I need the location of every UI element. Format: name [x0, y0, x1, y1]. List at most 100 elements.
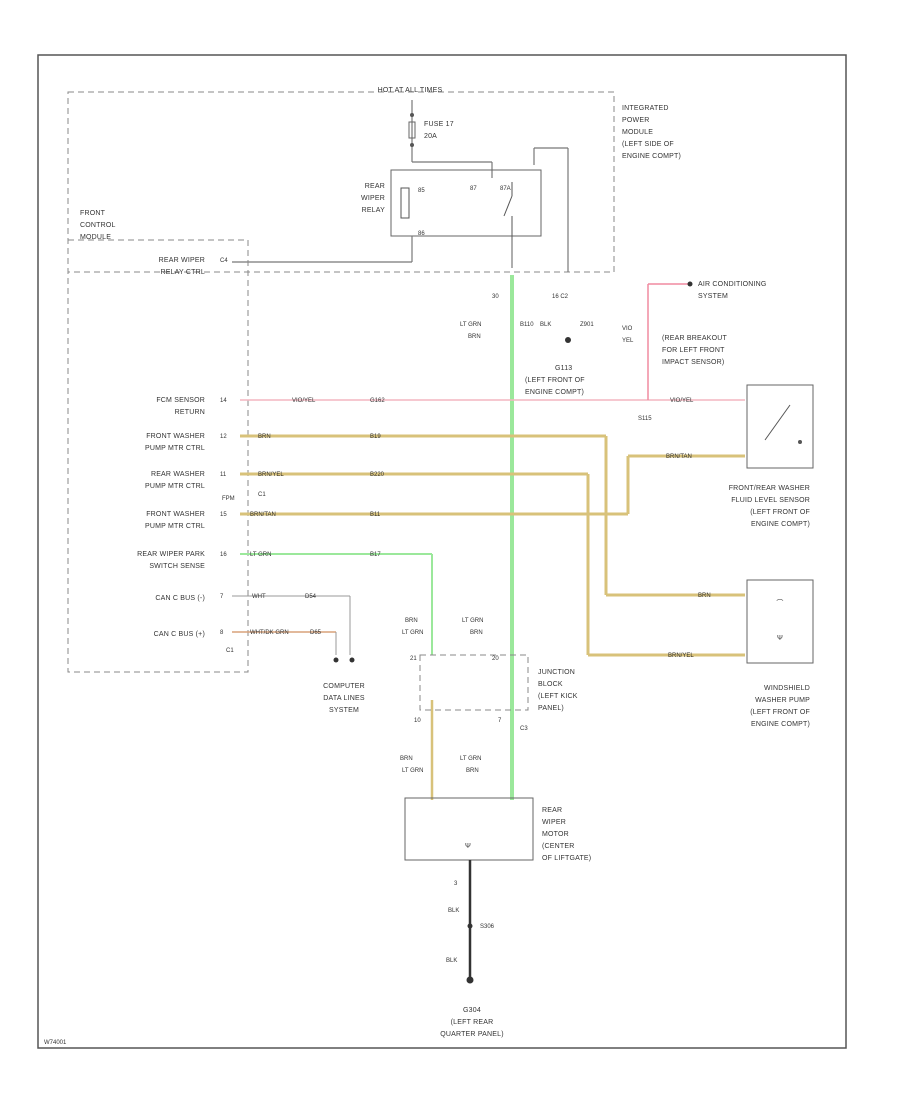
- ground-g113: 16 C2 BLK Z901 G113 (LEFT FRONT OF ENGIN…: [525, 294, 594, 396]
- svg-text:Ψ: Ψ: [465, 843, 471, 850]
- svg-text:85: 85: [418, 188, 425, 194]
- fcm-row-sensor-return: FCM SENSOR RETURN 14: [156, 397, 227, 416]
- rear-wiper-relay: REAR WIPER RELAY 85 87 87A 86: [361, 147, 569, 272]
- svg-text:WASHER PUMP: WASHER PUMP: [755, 697, 810, 704]
- fcm-row-rear-pump: REAR WASHER PUMP MTR CTRL 11: [145, 471, 227, 490]
- svg-text:MODULE: MODULE: [80, 234, 111, 241]
- can-bus-wires: WHT D54 WHT/DK GRN D65 COMPUTER DATA LIN…: [232, 594, 365, 714]
- svg-text:PUMP MTR CTRL: PUMP MTR CTRL: [145, 445, 205, 452]
- svg-text:PUMP MTR CTRL: PUMP MTR CTRL: [145, 483, 205, 490]
- svg-text:BRN: BRN: [468, 334, 481, 340]
- svg-text:Ψ: Ψ: [777, 635, 783, 642]
- windshield-washer-pump: ⌒ Ψ WINDSHIELD WASHER PUMP (LEFT FRONT O…: [746, 579, 814, 728]
- svg-text:VIO/YEL: VIO/YEL: [670, 398, 694, 404]
- svg-text:11: 11: [220, 472, 227, 478]
- svg-text:INTEGRATED: INTEGRATED: [622, 105, 669, 112]
- svg-text:(LEFT FRONT OF: (LEFT FRONT OF: [750, 509, 810, 516]
- svg-text:LT GRN: LT GRN: [402, 630, 423, 636]
- fcm-row-relay-ctrl: REAR WIPER RELAY CTRL C4: [159, 257, 229, 276]
- fcm-row-can-plus: CAN C BUS (+) 8: [154, 630, 224, 638]
- svg-text:FRONT WASHER: FRONT WASHER: [146, 511, 205, 518]
- svg-text:87: 87: [470, 186, 477, 192]
- svg-text:Z901: Z901: [580, 322, 594, 328]
- svg-text:30: 30: [492, 294, 499, 300]
- svg-text:BRN: BRN: [258, 434, 271, 440]
- svg-text:BRN/TAN: BRN/TAN: [666, 454, 692, 460]
- svg-text:OF LIFTGATE): OF LIFTGATE): [542, 855, 591, 862]
- svg-text:SYSTEM: SYSTEM: [329, 707, 359, 714]
- svg-text:WIPER: WIPER: [542, 819, 566, 826]
- svg-text:FLUID LEVEL SENSOR: FLUID LEVEL SENSOR: [731, 497, 810, 504]
- svg-text:FRONT/REAR WASHER: FRONT/REAR WASHER: [729, 485, 810, 492]
- svg-text:(LEFT FRONT OF: (LEFT FRONT OF: [525, 377, 585, 384]
- svg-text:(CENTER: (CENTER: [542, 843, 575, 850]
- svg-text:BRN: BRN: [400, 756, 413, 762]
- park-sense-wire: LT GRN B17: [240, 552, 434, 800]
- svg-text:16 C2: 16 C2: [552, 294, 569, 300]
- svg-text:S306: S306: [480, 924, 495, 930]
- svg-text:IMPACT SENSOR): IMPACT SENSOR): [662, 359, 724, 366]
- rear-wiper-motor: BRN LT GRN LT GRN BRN Ψ REAR WIPER MOTOR…: [400, 756, 591, 1038]
- svg-text:PUMP MTR CTRL: PUMP MTR CTRL: [145, 523, 205, 530]
- svg-text:B11: B11: [370, 512, 381, 518]
- svg-text:BLK: BLK: [448, 908, 459, 914]
- svg-text:C3: C3: [520, 726, 528, 732]
- svg-text:POWER: POWER: [622, 117, 649, 124]
- fcm-row-front-pump-2: FRONT WASHER PUMP MTR CTRL 15: [145, 511, 227, 530]
- svg-text:BRN/YEL: BRN/YEL: [668, 653, 694, 659]
- svg-text:D54: D54: [305, 594, 317, 600]
- fcm-connector-c1b: C1: [226, 648, 234, 654]
- svg-text:JUNCTION: JUNCTION: [538, 669, 575, 676]
- svg-text:G162: G162: [370, 398, 385, 404]
- ac-branch: AIR CONDITIONING SYSTEM VIO YEL (REAR BR…: [622, 281, 766, 422]
- svg-text:WHT/DK GRN: WHT/DK GRN: [250, 630, 289, 636]
- svg-text:(LEFT SIDE OF: (LEFT SIDE OF: [622, 141, 674, 148]
- fcm-row-front-pump: FRONT WASHER PUMP MTR CTRL 12: [145, 433, 227, 452]
- sensor-return-wire: VIO/YEL G162 VIO/YEL: [240, 398, 745, 404]
- svg-text:SWITCH SENSE: SWITCH SENSE: [149, 563, 205, 570]
- svg-text:7: 7: [220, 594, 224, 600]
- fuse-rating: 20A: [424, 133, 437, 140]
- svg-text:LT GRN: LT GRN: [460, 756, 481, 762]
- fcm-fpm-label: FPM: [222, 496, 235, 502]
- svg-text:FRONT: FRONT: [80, 210, 106, 217]
- fcm-boundary: [67, 239, 249, 673]
- fluid-level-sensor: FRONT/REAR WASHER FLUID LEVEL SENSOR (LE…: [729, 384, 814, 528]
- svg-text:86: 86: [418, 231, 425, 237]
- diagram-frame: [37, 54, 847, 1049]
- svg-text:ENGINE COMPT): ENGINE COMPT): [751, 721, 810, 728]
- svg-text:MOTOR: MOTOR: [542, 831, 569, 838]
- svg-text:YEL: YEL: [622, 338, 634, 344]
- svg-text:BLK: BLK: [540, 322, 551, 328]
- svg-text:WIPER: WIPER: [361, 195, 385, 202]
- svg-text:B17: B17: [370, 552, 381, 558]
- svg-text:RELAY: RELAY: [362, 207, 386, 214]
- svg-text:REAR WIPER: REAR WIPER: [159, 257, 205, 264]
- svg-text:(LEFT FRONT OF: (LEFT FRONT OF: [750, 709, 810, 716]
- fuse-name: FUSE 17: [424, 121, 454, 128]
- svg-text:10: 10: [414, 718, 421, 724]
- svg-text:FOR LEFT FRONT: FOR LEFT FRONT: [662, 347, 725, 354]
- rear-pump-wire: BRN/YEL B220 BRN/YEL: [240, 472, 745, 659]
- svg-text:LT GRN: LT GRN: [250, 552, 271, 558]
- svg-text:CAN C BUS (-): CAN C BUS (-): [155, 595, 205, 602]
- svg-text:ENGINE COMPT): ENGINE COMPT): [525, 389, 584, 396]
- relay-output-wire: 30 LT GRN BRN B110: [460, 240, 534, 800]
- svg-text:C4: C4: [220, 258, 228, 264]
- svg-text:MODULE: MODULE: [622, 129, 653, 136]
- svg-text:(LEFT REAR: (LEFT REAR: [451, 1019, 494, 1026]
- svg-text:BRN/TAN: BRN/TAN: [250, 512, 276, 518]
- svg-text:BRN/YEL: BRN/YEL: [258, 472, 284, 478]
- svg-text:BRN: BRN: [470, 630, 483, 636]
- junction-block: BRN LT GRN LT GRN BRN 21 20 10 7 C3 JUNC…: [402, 618, 578, 732]
- svg-text:G304: G304: [463, 1007, 481, 1014]
- svg-text:BRN: BRN: [466, 768, 479, 774]
- diagram-code: W74001: [44, 1040, 67, 1046]
- svg-text:B19: B19: [370, 434, 381, 440]
- svg-text:VIO/YEL: VIO/YEL: [292, 398, 316, 404]
- svg-text:VIO: VIO: [622, 326, 633, 332]
- ipm-label: INTEGRATED POWER MODULE (LEFT SIDE OF EN…: [622, 105, 681, 160]
- svg-text:14: 14: [220, 398, 227, 404]
- svg-text:21: 21: [410, 656, 417, 662]
- fcm-title: FRONT CONTROL MODULE: [80, 210, 115, 241]
